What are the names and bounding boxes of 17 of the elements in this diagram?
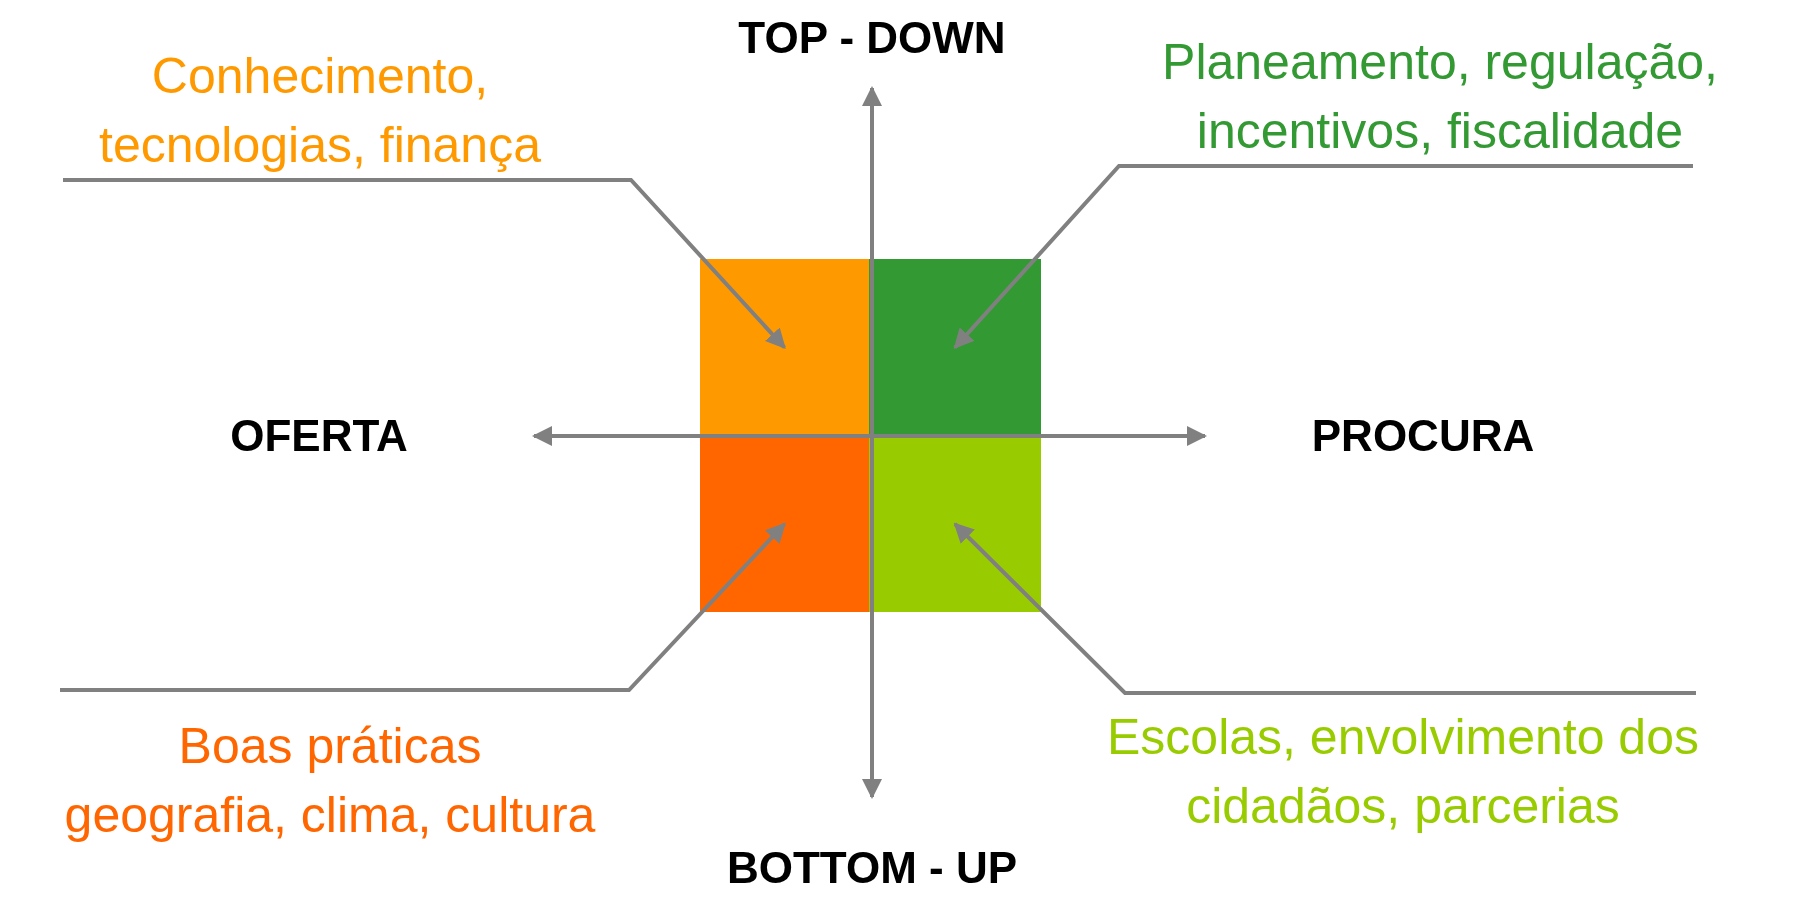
leader-arrow [60,522,786,692]
leader-arrow [953,522,1696,695]
axis-label: BOTTOM - UP [726,843,1018,893]
axis-label: PROCURA [1311,411,1535,461]
leader-text: Boas práticas [178,717,482,776]
leader-text: geografia, clima, cultura [64,786,596,845]
leader-arrow [953,164,1693,349]
leader-text: Conhecimento, tecnologias, finança [98,47,542,175]
axis-label: TOP - DOWN [738,13,1006,63]
leader-text: Escolas, envolvimento dos cidadãos, parcerias [1106,708,1700,836]
square-block [700,259,869,436]
leader-arrow [63,178,786,349]
leader-text: Planeamento, regulação, incentivos, fiscalidade [1161,33,1719,161]
square-block [869,259,1041,436]
square-block [869,436,1041,612]
axis-label: OFERTA [230,411,408,461]
square-block [700,436,869,612]
